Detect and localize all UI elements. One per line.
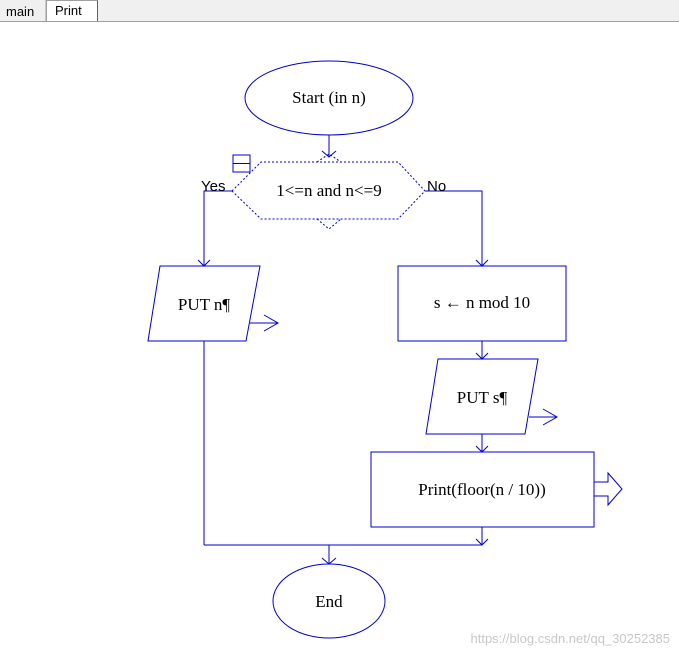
put-s-label: PUT s¶ bbox=[457, 388, 508, 407]
no-branch-line bbox=[425, 190, 483, 266]
tab-main[interactable]: main bbox=[0, 0, 46, 21]
assign-label: s ← n mod 10 bbox=[434, 293, 530, 312]
flowchart-diagram: Start (in n) 1<=n and n<=9 Yes No PUT n¶… bbox=[147, 60, 671, 646]
decision-label: 1<=n and n<=9 bbox=[276, 181, 381, 200]
output-arrow-icon bbox=[542, 408, 559, 426]
yes-label: Yes bbox=[201, 178, 225, 195]
call-arrow-icon bbox=[593, 471, 623, 507]
tab-bar-divider bbox=[0, 21, 679, 22]
end-label: End bbox=[315, 592, 343, 611]
start-label: Start (in n) bbox=[292, 88, 366, 107]
flowchart-canvas: Start (in n) 1<=n and n<=9 Yes No PUT n¶… bbox=[0, 22, 679, 658]
output-arrow-icon bbox=[263, 314, 280, 332]
put-n-label: PUT n¶ bbox=[178, 295, 231, 314]
call-label: Print(floor(n / 10)) bbox=[418, 480, 545, 499]
yes-branch-line bbox=[203, 190, 232, 266]
decision-bottom-notch bbox=[316, 218, 342, 230]
watermark: https://blog.csdn.net/qq_30252385 bbox=[471, 631, 671, 646]
put-s-node[interactable] bbox=[425, 358, 539, 435]
put-n-node[interactable] bbox=[147, 265, 261, 342]
decision-top-notch bbox=[316, 153, 342, 163]
arrow-head bbox=[321, 150, 337, 158]
tab-bar: main Print bbox=[0, 0, 679, 22]
tab-print[interactable]: Print bbox=[46, 0, 98, 22]
no-label: No bbox=[427, 178, 446, 195]
end-node[interactable] bbox=[272, 563, 386, 639]
